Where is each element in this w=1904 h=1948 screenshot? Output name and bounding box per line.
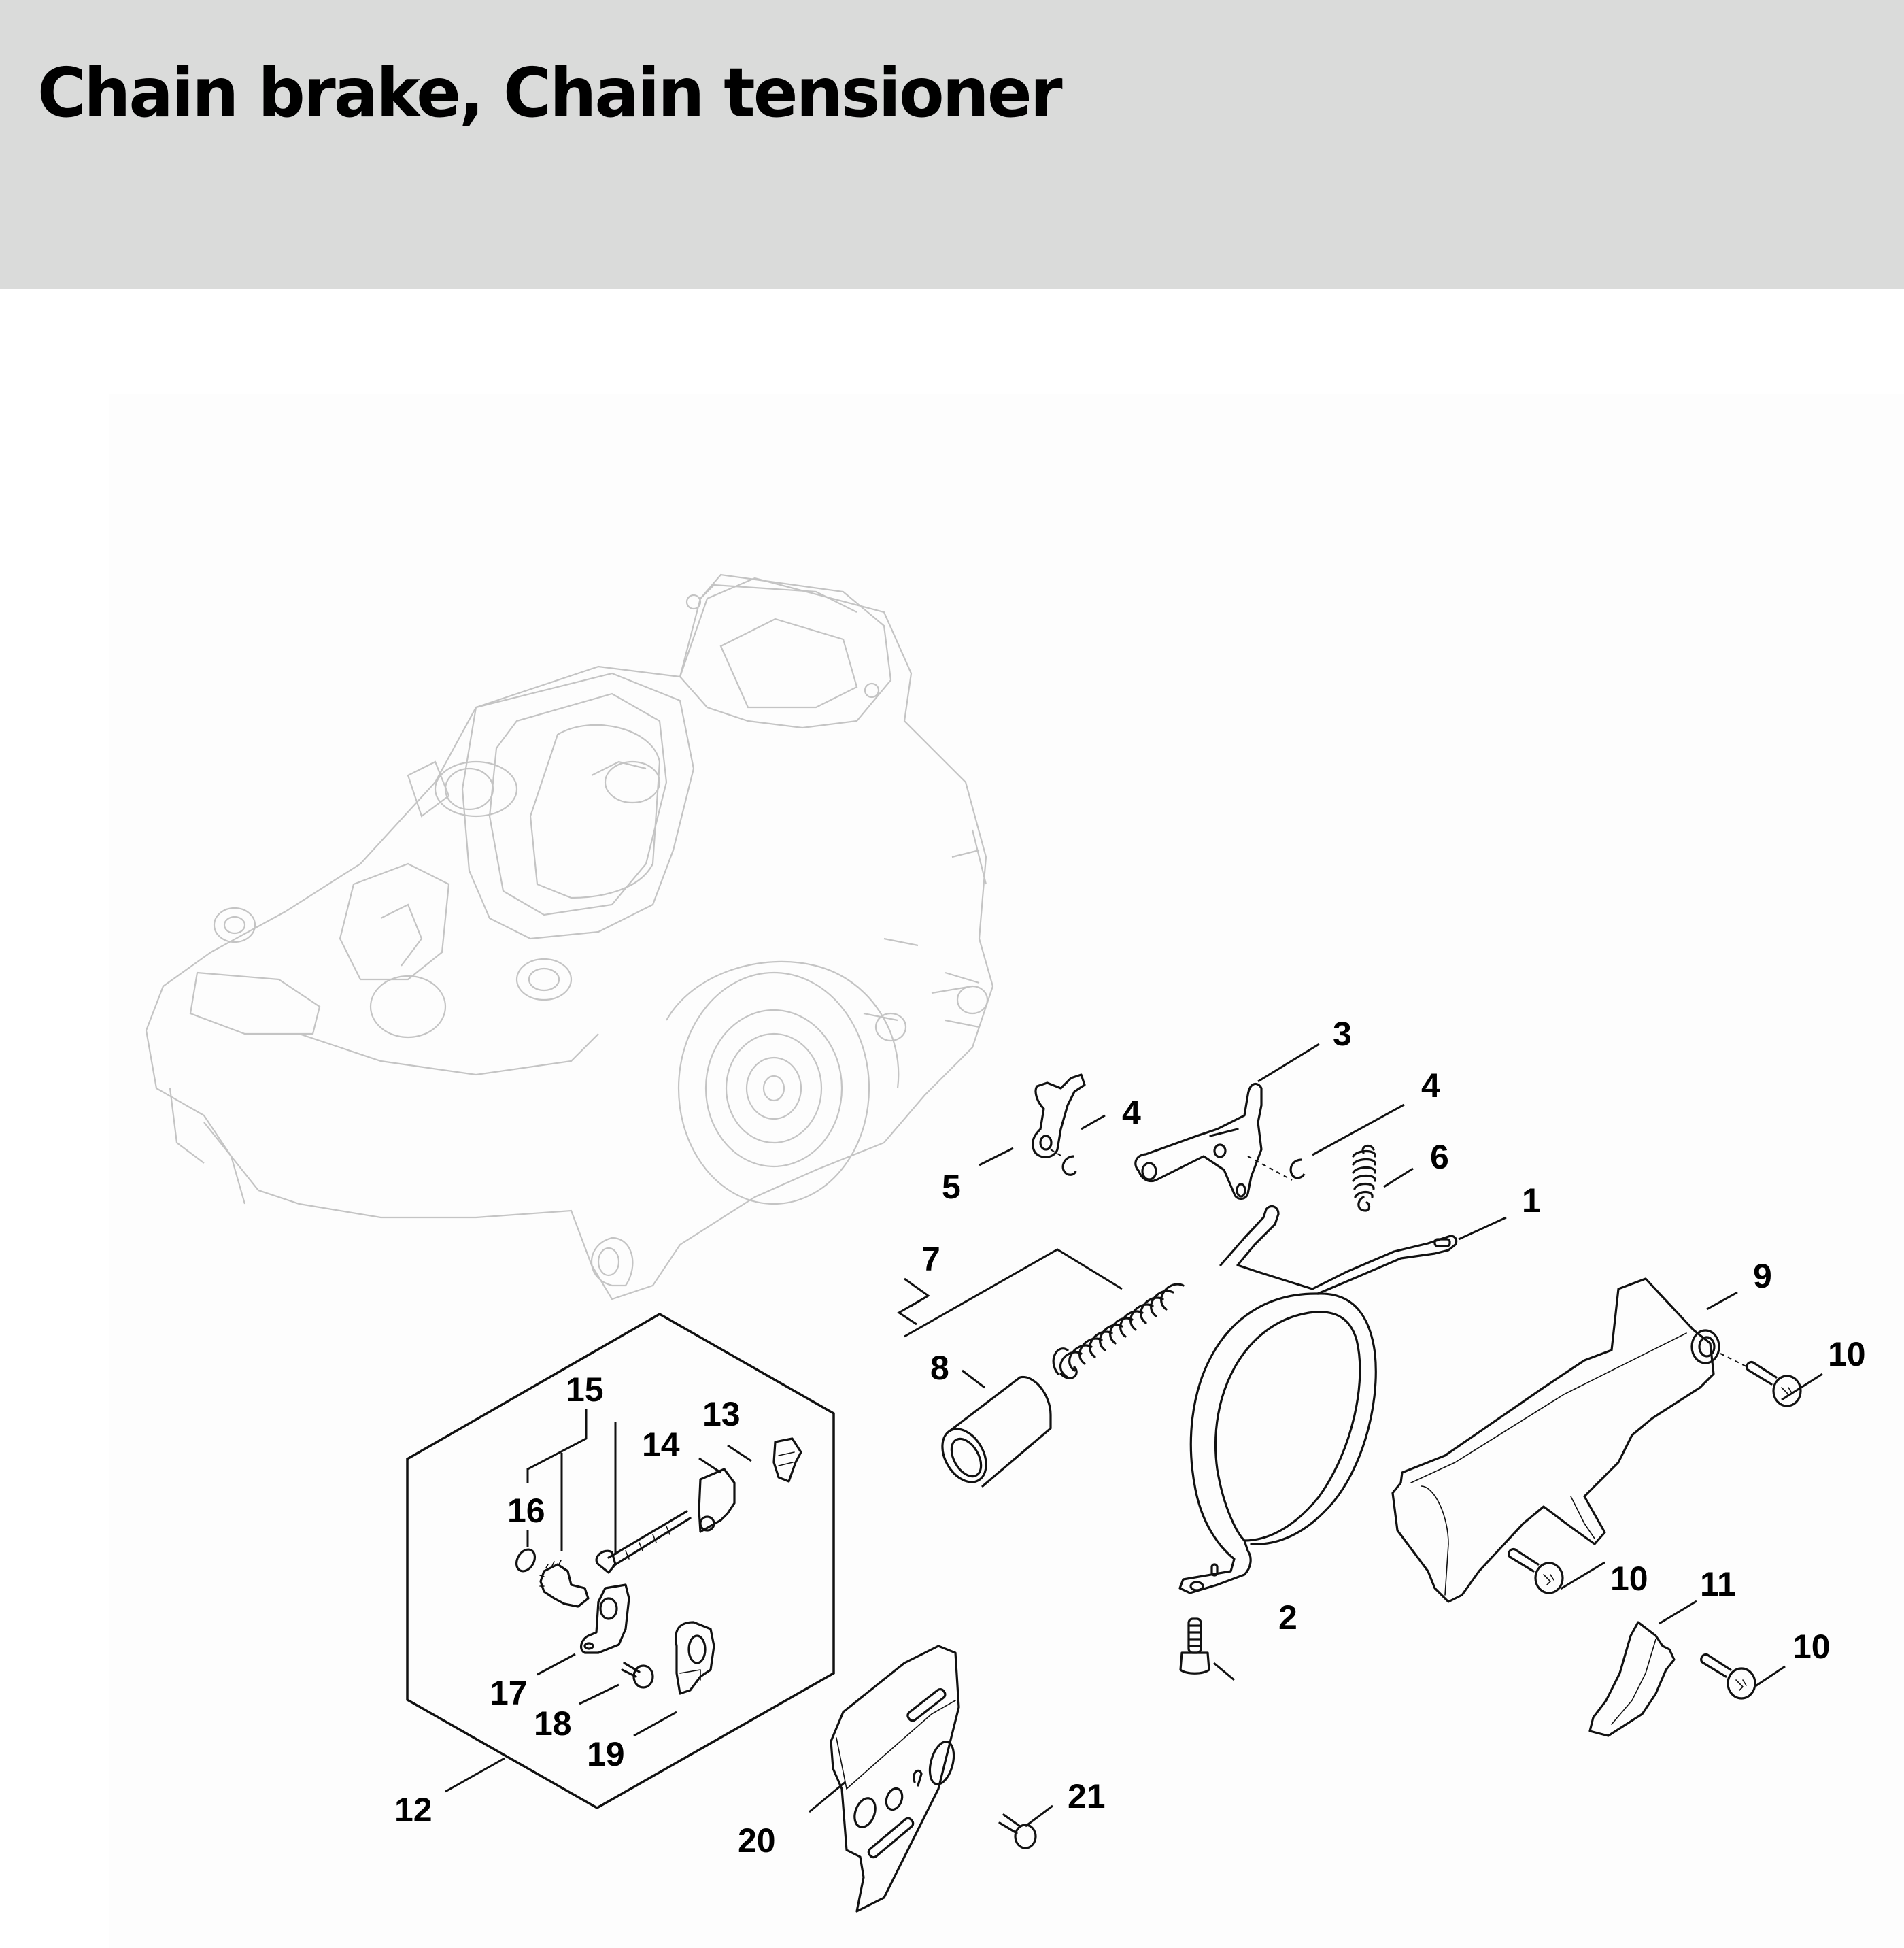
- callout-label[interactable]: 18: [534, 1705, 572, 1743]
- callout-label[interactable]: 1: [1522, 1181, 1541, 1220]
- page-title: Chain brake, Chain tensioner: [37, 53, 1063, 133]
- engine-housing-drawing: [145, 573, 994, 1300]
- callout-label[interactable]: 15: [566, 1371, 604, 1409]
- part-e-clip[interactable]: [1289, 1158, 1306, 1179]
- part-cover-plate[interactable]: [675, 1621, 715, 1695]
- part-tension-spring[interactable]: [1352, 1144, 1376, 1212]
- part-brake-band[interactable]: [1178, 1205, 1458, 1594]
- part-bell-crank[interactable]: [1134, 1082, 1263, 1200]
- part-brake-spring[interactable]: [1052, 1283, 1185, 1379]
- part-screw-torx[interactable]: [1746, 1360, 1802, 1407]
- assembly-line: [1247, 1156, 1293, 1181]
- callout-label[interactable]: 3: [1333, 1015, 1352, 1053]
- part-chain-brake-cover[interactable]: [1391, 1277, 1720, 1603]
- leader-lines: [445, 1043, 1823, 1828]
- callout-label[interactable]: 10: [1792, 1628, 1831, 1666]
- callout-label[interactable]: 12: [394, 1791, 432, 1829]
- part-gear[interactable]: [539, 1560, 590, 1608]
- part-sleeve[interactable]: [934, 1375, 1052, 1490]
- part-screw-torx[interactable]: [1700, 1653, 1756, 1700]
- callout-label[interactable]: 7: [921, 1240, 940, 1278]
- part-guide-plate[interactable]: [830, 1645, 960, 1913]
- callout-label[interactable]: 2: [1278, 1598, 1297, 1636]
- callout-label[interactable]: 13: [702, 1395, 741, 1433]
- callout-label[interactable]: 20: [738, 1821, 776, 1860]
- callout-label[interactable]: 10: [1828, 1335, 1866, 1373]
- assembly-line: [1720, 1353, 1748, 1368]
- assembly-line: [1050, 1149, 1065, 1158]
- part-e-clip[interactable]: [1061, 1155, 1077, 1176]
- part-screw-tensioner[interactable]: [621, 1662, 654, 1689]
- part-screw[interactable]: [1179, 1617, 1210, 1675]
- callout-label[interactable]: 16: [507, 1492, 545, 1530]
- callout-label[interactable]: 4: [1122, 1094, 1141, 1132]
- callout-labels: 1 2 3 4 4 5 6 7 8 9 10 10 10 11 12 13 14…: [394, 1015, 1866, 1860]
- callout-label[interactable]: 5: [942, 1168, 961, 1206]
- part-plate[interactable]: [579, 1583, 630, 1654]
- page-header: Chain brake, Chain tensioner: [0, 0, 1904, 289]
- part-screw-torx[interactable]: [1508, 1547, 1564, 1594]
- part-lever[interactable]: [1032, 1073, 1086, 1158]
- callout-label[interactable]: 10: [1610, 1560, 1648, 1598]
- callout-label[interactable]: 19: [587, 1735, 625, 1773]
- part-screw-small[interactable]: [998, 1813, 1037, 1849]
- part-chain-catcher[interactable]: [1588, 1621, 1676, 1737]
- callout-label[interactable]: 11: [1700, 1565, 1736, 1603]
- part-clip[interactable]: [772, 1437, 802, 1483]
- part-o-ring[interactable]: [513, 1546, 539, 1574]
- callout-label[interactable]: 14: [642, 1426, 680, 1464]
- part-adjusting-screw-slide[interactable]: [595, 1468, 736, 1574]
- callout-label[interactable]: 17: [490, 1674, 528, 1712]
- callout-label[interactable]: 6: [1430, 1138, 1449, 1176]
- chain-tensioner-kit-outline: [406, 1312, 835, 1810]
- callout-label[interactable]: 21: [1068, 1777, 1106, 1815]
- callout-label[interactable]: 9: [1753, 1257, 1772, 1295]
- callout-label[interactable]: 8: [930, 1349, 949, 1387]
- callout-label[interactable]: 4: [1421, 1067, 1440, 1105]
